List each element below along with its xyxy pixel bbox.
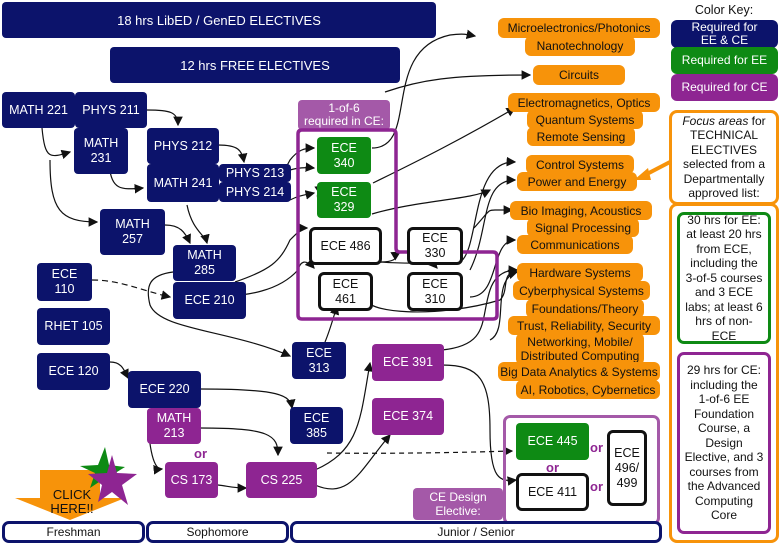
or-label: or [590, 479, 603, 494]
year-freshman[interactable]: Freshman [2, 521, 145, 543]
arrow [289, 190, 316, 201]
focus-power-energy[interactable]: Power and Energy [517, 172, 637, 191]
arrow [371, 189, 492, 215]
arrow [199, 427, 283, 457]
click-here-label[interactable]: CLICK HERE!! [50, 487, 94, 516]
arrow [217, 483, 248, 493]
year-junior-senior[interactable]: Junior / Senior [290, 521, 662, 543]
key-required-both: Required for EE & CE [671, 20, 778, 48]
arrow [384, 70, 532, 93]
click-here-graphic[interactable] [10, 440, 150, 525]
arrow [164, 224, 191, 245]
arrow [186, 204, 210, 245]
green-star-icon [80, 447, 125, 492]
key-required-ce: Required for CE [671, 74, 778, 101]
course-ece-120[interactable]: ECE 120 [37, 353, 110, 390]
arrow [379, 251, 402, 263]
arrow [469, 175, 517, 271]
course-math-285[interactable]: MATH 285 [173, 245, 236, 281]
or-label: or [590, 440, 603, 455]
arrow [41, 127, 72, 160]
arrow [326, 446, 514, 457]
focus-intro-italic: Focus areas [682, 113, 749, 128]
course-ece-385[interactable]: ECE 385 [290, 407, 343, 444]
course-ece-313[interactable]: ECE 313 [292, 342, 346, 379]
color-key-title: Color Key: [694, 3, 754, 18]
arrow [91, 279, 172, 300]
free-electives[interactable]: 12 hrs FREE ELECTIVES [110, 47, 400, 83]
course-cs-225[interactable]: CS 225 [246, 462, 317, 498]
course-cs-173[interactable]: CS 173 [165, 462, 218, 498]
course-ece-391[interactable]: ECE 391 [372, 344, 444, 381]
course-math-213[interactable]: MATH 213 [147, 408, 201, 444]
course-ece-330[interactable]: ECE 330 [407, 227, 463, 265]
course-phys-214[interactable]: PHYS 214 [219, 182, 291, 202]
course-math-257[interactable]: MATH 257 [100, 209, 165, 255]
arrow [146, 109, 183, 127]
arrow [441, 364, 518, 486]
course-math-221[interactable]: MATH 221 [2, 92, 75, 128]
course-rhet-105[interactable]: RHET 105 [37, 308, 110, 345]
course-ece-310[interactable]: ECE 310 [407, 272, 463, 311]
course-phys-211[interactable]: PHYS 211 [75, 92, 147, 128]
focus-intro-rest: for TECHNICAL ELECTIVES selected from a … [682, 113, 766, 201]
course-ece-340[interactable]: ECE 340 [317, 137, 371, 174]
course-ece-411[interactable]: ECE 411 [516, 473, 589, 511]
course-math-241[interactable]: MATH 241 [147, 164, 219, 202]
course-ece-486[interactable]: ECE 486 [309, 227, 382, 265]
arrow [199, 388, 296, 410]
course-ece-374[interactable]: ECE 374 [372, 398, 444, 435]
focus-control-systems[interactable]: Control Systems [526, 155, 634, 174]
course-ece-496-499[interactable]: ECE 496/ 499 [607, 430, 647, 506]
focus-remote-sensing[interactable]: Remote Sensing [527, 127, 635, 146]
course-ece-210[interactable]: ECE 210 [173, 282, 246, 319]
ce-hours-box: 29 hrs for CE: including the 1-of-6 EE F… [677, 352, 771, 534]
focus-cyberphysical[interactable]: Cyberphysical Systems [513, 281, 650, 300]
focus-bio-imaging[interactable]: Bio Imaging, Acoustics [510, 201, 652, 220]
focus-electromagnetics[interactable]: Electromagnetics, Optics [508, 93, 660, 112]
libed-electives[interactable]: 18 hrs LibED / GenED ELECTIVES [2, 2, 436, 38]
or-label: or [194, 446, 207, 461]
course-ece-461[interactable]: ECE 461 [318, 272, 373, 311]
arrow [217, 144, 248, 164]
arrow [324, 304, 340, 343]
focus-ai-robotics[interactable]: AI, Robotics, Cybernetics [516, 380, 660, 399]
focus-networking[interactable]: Networking, Mobile/ Distributed Computin… [516, 333, 644, 365]
arrow [469, 235, 517, 298]
course-ece-445[interactable]: ECE 445 [516, 423, 589, 460]
course-ece-329[interactable]: ECE 329 [317, 182, 371, 218]
focus-communications[interactable]: Communications [517, 235, 633, 254]
course-phys-213[interactable]: PHYS 213 [219, 164, 291, 182]
focus-foundations[interactable]: Foundations/Theory [526, 299, 644, 318]
course-ece-220[interactable]: ECE 220 [128, 371, 201, 408]
focus-quantum[interactable]: Quantum Systems [527, 110, 643, 129]
arrow [234, 223, 309, 283]
focus-circuits[interactable]: Circuits [533, 65, 625, 85]
focus-trust-security[interactable]: Trust, Reliability, Security [508, 316, 660, 335]
or-label: or [546, 460, 559, 475]
year-sophomore[interactable]: Sophomore [146, 521, 289, 543]
focus-big-data[interactable]: Big Data Analytics & Systems [498, 362, 660, 381]
focus-microelectronics[interactable]: Microelectronics/Photonics [498, 18, 660, 38]
arrow [459, 156, 517, 263]
course-math-231[interactable]: MATH 231 [74, 128, 128, 174]
focus-signal-processing[interactable]: Signal Processing [527, 218, 639, 237]
focus-nanotechnology[interactable]: Nanotechnology [525, 36, 635, 56]
ce-design-label: CE Design Elective: [413, 488, 503, 520]
course-ece-110[interactable]: ECE 110 [37, 263, 92, 301]
arrow [473, 205, 514, 229]
arrow [109, 361, 129, 380]
one-of-six-label: 1-of-6 required in CE: [298, 100, 390, 130]
ee-hours-box: 30 hrs for EE: at least 20 hrs from ECE,… [677, 212, 771, 344]
key-required-ee: Required for EE [671, 47, 778, 74]
focus-intro-text: Focus areas for TECHNICAL ELECTIVES sele… [672, 112, 776, 202]
purple-star-icon [88, 455, 137, 505]
focus-hardware-systems[interactable]: Hardware Systems [517, 263, 643, 282]
arrow [372, 107, 517, 184]
course-phys-212[interactable]: PHYS 212 [147, 128, 219, 164]
